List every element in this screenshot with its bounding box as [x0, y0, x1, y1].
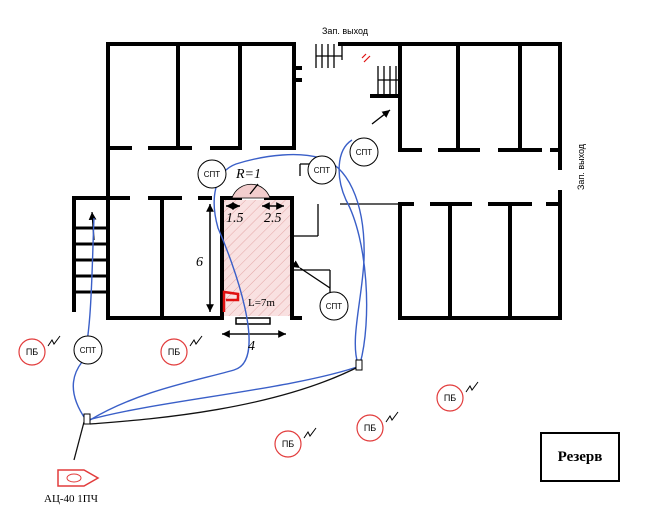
dimensions	[206, 183, 286, 338]
hydrant-4-label: ПБ	[364, 423, 376, 433]
nozzle-2: СПТ	[307, 155, 337, 185]
exit-right-label: Зап. выход	[576, 143, 586, 190]
nozzle-3-label: СПТ	[356, 148, 373, 157]
dim-right-label: 2.5	[264, 211, 282, 226]
stairs-left	[72, 196, 110, 312]
building-walls	[106, 42, 562, 320]
hydrant-2-label: ПБ	[168, 347, 180, 357]
fire-zone	[222, 183, 290, 325]
hydrant-2: ПБ	[160, 335, 203, 366]
reserve-label: Резерв	[557, 448, 603, 465]
hydrant-4: ПБ	[356, 411, 399, 442]
nozzle-4-label: СПТ	[326, 302, 343, 311]
reserve-box: Резерв	[540, 432, 620, 482]
nozzle-3: СПТ	[349, 137, 379, 167]
hydrant-3-label: ПБ	[444, 393, 456, 403]
fire-truck-icon	[57, 469, 100, 487]
hydrant-1-label: ПБ	[26, 347, 38, 357]
stairs-top	[292, 44, 402, 98]
hydrant-5: ПБ	[274, 427, 317, 458]
hydrant-5-label: ПБ	[282, 439, 294, 449]
dim-width-label: 4	[248, 339, 255, 354]
nozzle-1-label: СПТ	[204, 170, 221, 179]
hydrant-1: ПБ	[18, 335, 61, 366]
dim-height-label: 6	[196, 255, 203, 270]
truck-label: АЦ-40 1ПЧ	[44, 493, 98, 505]
fire-flag-icon	[222, 290, 240, 312]
nozzle-2-label: СПТ	[314, 166, 331, 175]
nozzle-1: СПТ	[197, 159, 227, 189]
exit-top-label: Зап. выход	[322, 26, 369, 36]
fire-length-label: L=7m	[248, 297, 275, 309]
nozzle-4: СПТ	[319, 291, 349, 321]
hydrant-3: ПБ	[436, 381, 479, 412]
dim-left-label: 1.5	[226, 211, 244, 226]
nozzle-5-label: СПТ	[80, 346, 97, 355]
radius-label: R=1	[235, 167, 261, 182]
nozzle-5: СПТ	[73, 335, 103, 365]
